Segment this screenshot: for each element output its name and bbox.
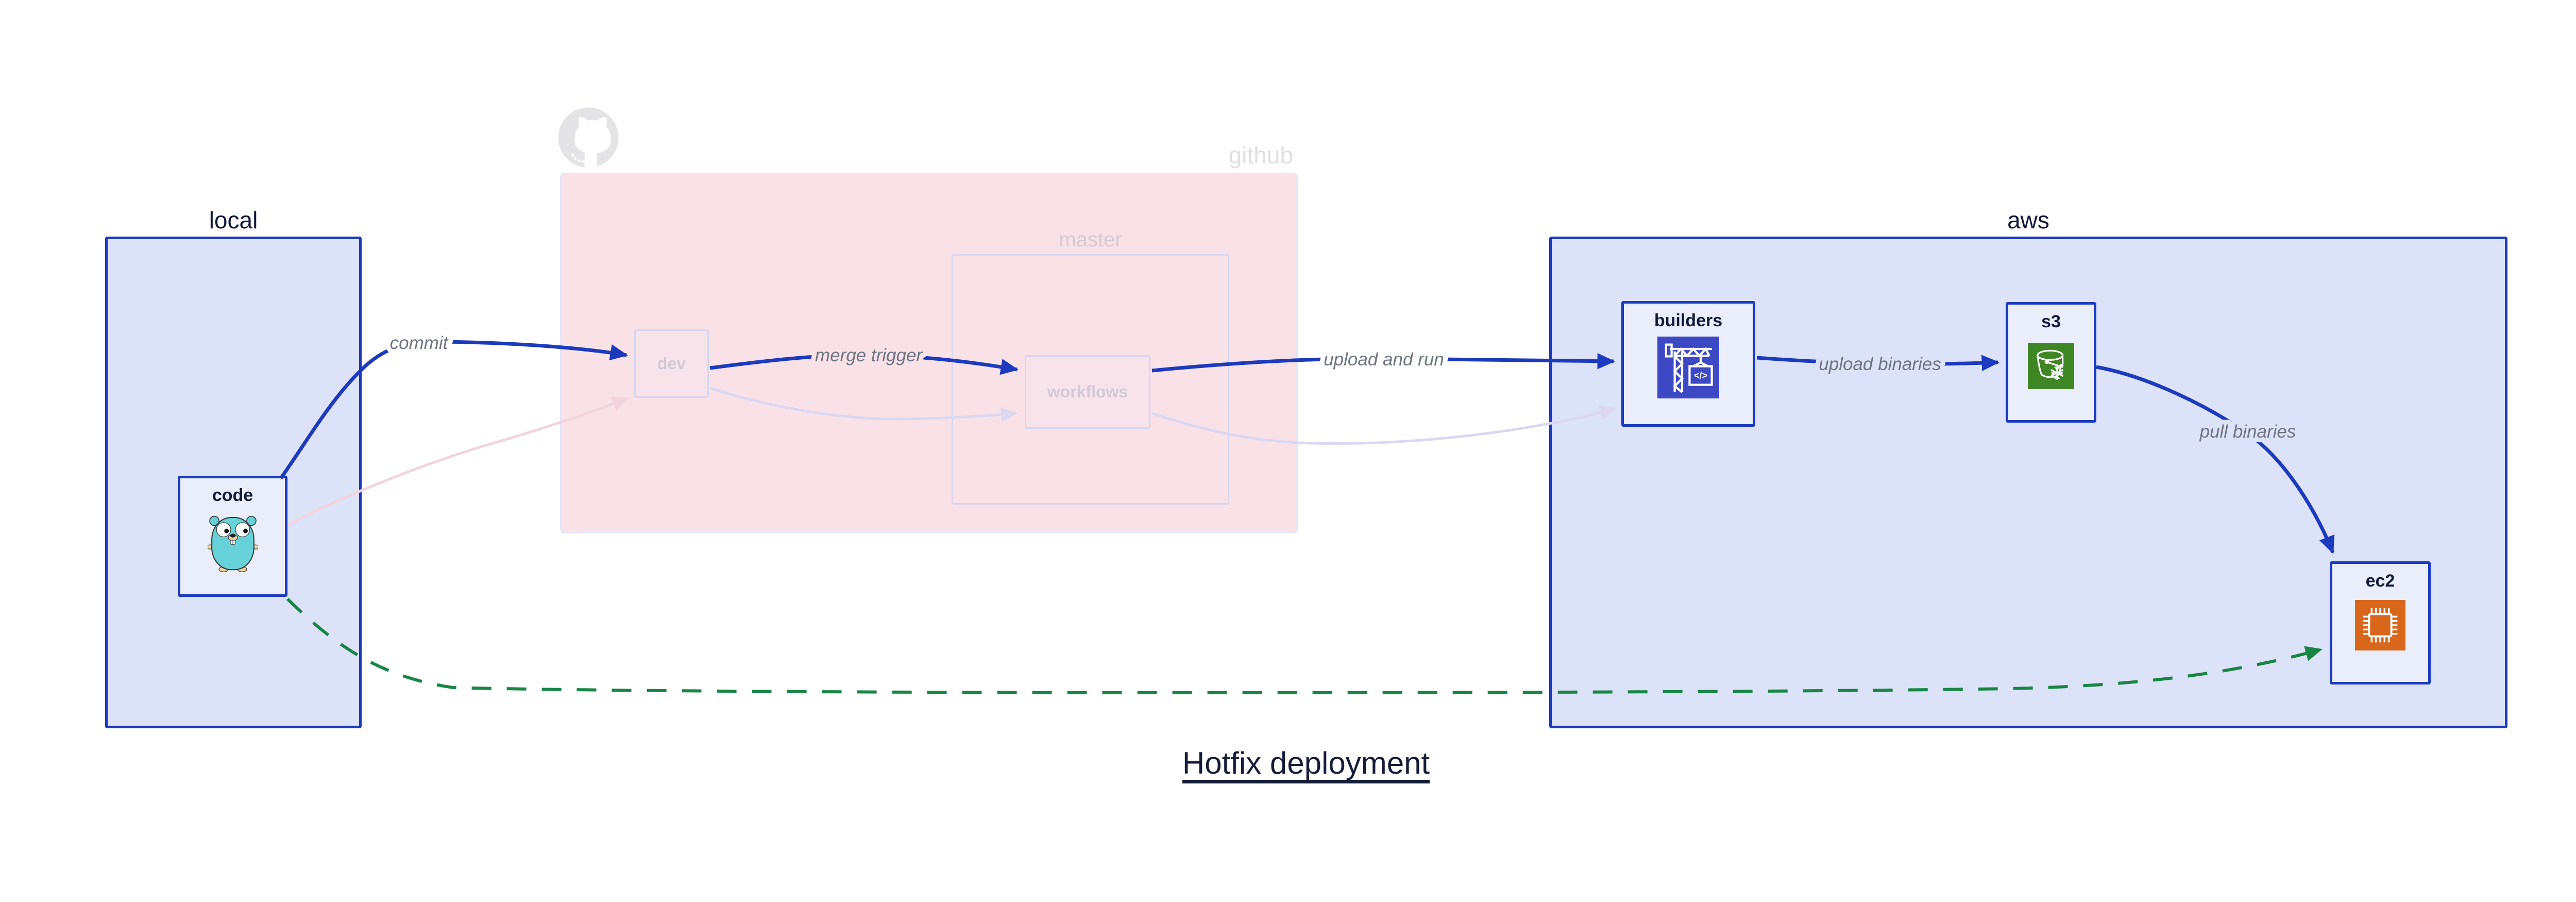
go-gopher-icon: [206, 512, 260, 573]
node-workflows: workflows: [1025, 355, 1150, 429]
code-label: code: [212, 486, 253, 505]
master-label: master: [1059, 228, 1122, 251]
node-dev: dev: [634, 329, 709, 398]
s3-label: s3: [2041, 312, 2061, 331]
workflows-label: workflows: [1047, 382, 1128, 401]
master-branch-box: master: [952, 228, 1229, 505]
ec2-chip-icon: [2355, 600, 2405, 650]
s3-glacier-bucket-icon: [2028, 343, 2074, 389]
node-builders: builders </>: [1621, 301, 1755, 427]
local-label: local: [209, 207, 258, 233]
edge-label-commit: commit: [390, 333, 449, 353]
github-octocat-icon: [557, 106, 620, 169]
github-label: github: [1228, 142, 1293, 169]
edge-label-upload-and-run: upload and run: [1324, 349, 1444, 370]
node-ec2: ec2: [2330, 561, 2431, 684]
svg-text:</>: </>: [1694, 371, 1707, 381]
node-code: code: [178, 476, 287, 597]
dev-label: dev: [657, 354, 686, 373]
diagram-title: Hotfix deployment: [1182, 746, 1430, 780]
builders-label: builders: [1654, 311, 1723, 330]
codebuild-crane-icon: </>: [1657, 337, 1719, 398]
aws-label: aws: [2007, 207, 2049, 233]
node-s3: s3: [2006, 302, 2096, 423]
ec2-label: ec2: [2365, 571, 2395, 591]
